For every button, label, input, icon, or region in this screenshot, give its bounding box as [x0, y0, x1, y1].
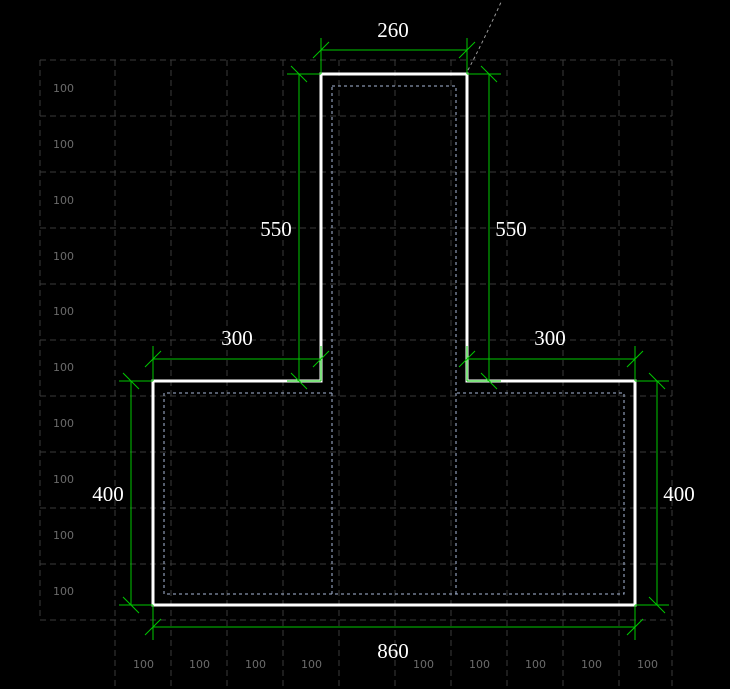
- dim-web-right: [467, 65, 501, 390]
- dim-label-bottom-width: 860: [377, 639, 409, 663]
- grid-row-label: 100: [53, 585, 74, 598]
- grid-row-label: 100: [53, 529, 74, 542]
- grid-col-label: 100: [133, 658, 154, 671]
- dim-top-width: [312, 38, 476, 74]
- background-grid: [39, 59, 673, 689]
- grid-col-labels: 100 100 100 100 100 100 100 100 100: [133, 658, 658, 671]
- dim-flange-left-width: [144, 346, 330, 381]
- leader-line: [467, 0, 503, 71]
- grid-row-label: 100: [53, 473, 74, 486]
- dim-label-web-right: 550: [495, 217, 527, 241]
- grid-row-label: 100: [53, 194, 74, 207]
- dim-flange-left-height: [119, 372, 153, 614]
- grid-row-label: 100: [53, 361, 74, 374]
- dim-flange-right-height: [635, 372, 669, 614]
- grid-row-label: 100: [53, 417, 74, 430]
- dim-bottom-width: [144, 605, 644, 640]
- dim-label-flange-right-width: 300: [534, 326, 566, 350]
- dim-label-flange-right-height: 400: [663, 482, 695, 506]
- grid-row-label: 100: [53, 305, 74, 318]
- grid-col-label: 100: [581, 658, 602, 671]
- grid-row-labels: 100 100 100 100 100 100 100 100 100 100: [53, 82, 74, 598]
- grid-row-label: 100: [53, 82, 74, 95]
- grid-col-label: 100: [301, 658, 322, 671]
- dim-label-web-left: 550: [260, 217, 292, 241]
- grid-col-label: 100: [525, 658, 546, 671]
- dim-label-flange-left-height: 400: [92, 482, 124, 506]
- dim-flange-right-width: [458, 346, 644, 381]
- grid-col-label: 100: [637, 658, 658, 671]
- dimension-labels: 260 550 550 300 300 400 400 860: [92, 18, 695, 663]
- grid-row-label: 100: [53, 138, 74, 151]
- dim-label-top-width: 260: [377, 18, 409, 42]
- grid-col-label: 100: [413, 658, 434, 671]
- inner-dashed-lines: [163, 85, 625, 595]
- dimension-lines: [119, 38, 669, 640]
- dim-web-left: [287, 65, 321, 390]
- dim-label-flange-left-width: 300: [221, 326, 253, 350]
- grid-col-label: 100: [189, 658, 210, 671]
- grid-col-label: 100: [469, 658, 490, 671]
- grid-col-label: 100: [245, 658, 266, 671]
- grid-row-label: 100: [53, 250, 74, 263]
